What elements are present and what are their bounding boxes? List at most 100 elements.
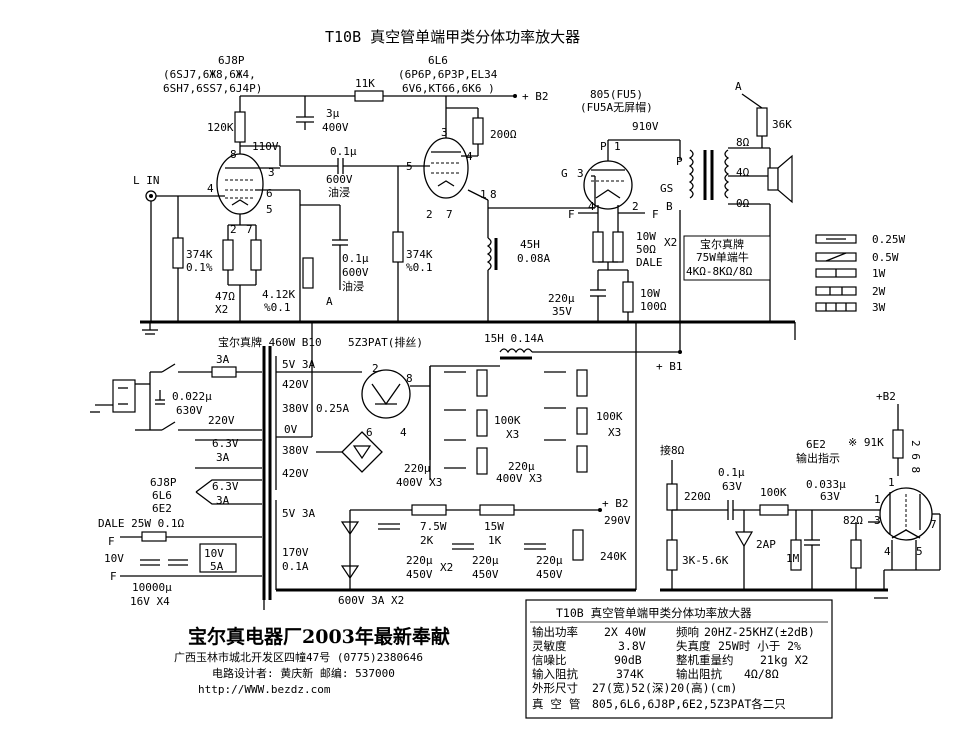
svg-text:120K: 120K [207, 121, 234, 134]
svg-text:220μ: 220μ [508, 460, 535, 473]
tube-805-label: 805(FU5) [590, 88, 643, 101]
svg-text:3: 3 [268, 166, 275, 179]
svg-text:10V: 10V [104, 552, 124, 565]
svg-text:10000μ: 10000μ [132, 581, 172, 594]
svg-text:10W: 10W [640, 287, 660, 300]
svg-text:A: A [735, 80, 742, 93]
svg-text:0.1%: 0.1% [186, 261, 213, 274]
svg-text:4: 4 [207, 182, 214, 195]
svg-text:600V 3A X2: 600V 3A X2 [338, 594, 404, 607]
resistor-200 [472, 117, 484, 145]
svg-text:5: 5 [266, 203, 273, 216]
svg-text:400V X3: 400V X3 [396, 476, 442, 489]
svg-text:600V: 600V [342, 266, 369, 279]
specs-row: 外形尺寸 27(宽)52(深)20(高)(cm) [532, 681, 737, 695]
choke-45h [486, 237, 492, 271]
tube-6j8p-subs2: 6SH7,6SS7,6J4P) [163, 82, 262, 95]
svg-text:4Ω: 4Ω [736, 166, 750, 179]
svg-text:宝尔真牌 460W B10: 宝尔真牌 460W B10 [218, 335, 322, 349]
amplifier-section: 6J8P (6SJ7,6Ж8,6Ж4, 6SH7,6SS7,6J4P) 6L6 … [133, 54, 796, 352]
svg-text:3.8V: 3.8V [618, 639, 646, 653]
svg-text:380V: 380V [282, 402, 309, 415]
tube-6l6-envelope [423, 137, 469, 199]
svg-text:100K: 100K [596, 410, 623, 423]
power-supply-section: 宝尔真牌 460W B10 5Z3PAT(排丝) 3A 0.022μ 630V … [90, 322, 683, 610]
svg-text:5V 3A: 5V 3A [282, 507, 315, 520]
svg-text:4KΩ-8KΩ/8Ω: 4KΩ-8KΩ/8Ω [686, 265, 753, 278]
svg-text:2 6 8: 2 6 8 [909, 440, 922, 473]
resistor-374k-input [172, 237, 184, 269]
svg-text:450V: 450V [472, 568, 499, 581]
svg-text:2: 2 [426, 208, 433, 221]
svg-text:374K: 374K [406, 248, 433, 261]
svg-text:+B2: +B2 [876, 390, 896, 403]
tube-6l6-label: 6L6 [428, 54, 448, 67]
svg-text:2X 40W: 2X 40W [604, 625, 646, 639]
resistor-100 [622, 281, 634, 313]
legend-3w: 3W [872, 301, 886, 314]
resistor-374k-grid [392, 231, 404, 263]
svg-text:2AP: 2AP [756, 538, 776, 551]
maker-title: 宝尔真电器厂2003年最新奉献 [188, 625, 450, 648]
svg-text:F: F [652, 208, 659, 221]
svg-text:4Ω/8Ω: 4Ω/8Ω [744, 667, 779, 681]
tube-5z3p-envelope [361, 369, 411, 419]
svg-text:420V: 420V [282, 378, 309, 391]
svg-text:6.3V: 6.3V [212, 437, 239, 450]
svg-text:0Ω: 0Ω [736, 197, 750, 210]
svg-text:63V: 63V [820, 490, 840, 503]
svg-text:220Ω: 220Ω [684, 490, 711, 503]
svg-text:失真度: 失真度 [676, 639, 711, 653]
svg-text:X3: X3 [506, 428, 519, 441]
svg-text:400V: 400V [322, 121, 349, 134]
svg-text:灵敏度: 灵敏度 [532, 639, 567, 653]
svg-text:X2: X2 [215, 303, 228, 316]
resistor-36k [756, 107, 768, 137]
svg-text:15W: 15W [484, 520, 504, 533]
speaker-icon [767, 167, 779, 191]
svg-text:50Ω: 50Ω [636, 243, 656, 256]
svg-text:8Ω: 8Ω [736, 136, 750, 149]
specs-row: 信噪比 90dB 整机重量约 21kg X2 [532, 653, 808, 667]
svg-text:220μ: 220μ [548, 292, 575, 305]
svg-text:+ B1: + B1 [656, 360, 683, 373]
maker-designer: 电路设计者: 黄庆新 邮编: 537000 [212, 666, 395, 680]
resistor-11k [354, 90, 384, 102]
svg-text:8: 8 [406, 372, 413, 385]
svg-text:5A: 5A [210, 560, 224, 573]
svg-text:4: 4 [588, 200, 595, 213]
svg-text:X2: X2 [664, 236, 677, 249]
resistor-4.12k [302, 257, 314, 289]
svg-text:2K: 2K [420, 534, 434, 547]
svg-text:27(宽)52(深)20(高)(cm): 27(宽)52(深)20(高)(cm) [592, 681, 737, 695]
svg-text:21kg X2: 21kg X2 [760, 653, 808, 667]
svg-text:100K: 100K [760, 486, 787, 499]
resistor-47-b [250, 239, 262, 271]
svg-text:1: 1 [614, 140, 621, 153]
fuse-3a [211, 366, 237, 378]
svg-text:7: 7 [930, 518, 937, 531]
svg-text:200Ω: 200Ω [490, 128, 517, 141]
svg-text:16V X4: 16V X4 [130, 595, 170, 608]
svg-text:3A: 3A [216, 451, 230, 464]
specs-row: 灵敏度 3.8V 失真度 25W时 小于 2% [532, 639, 801, 653]
svg-text:15H 0.14A: 15H 0.14A [484, 332, 544, 345]
svg-text:220μ: 220μ [536, 554, 563, 567]
svg-text:170V: 170V [282, 546, 309, 559]
svg-text:6: 6 [266, 187, 273, 200]
svg-text:6J8P: 6J8P [150, 476, 177, 489]
svg-text:7.5W: 7.5W [420, 520, 447, 533]
svg-text:4: 4 [884, 545, 891, 558]
svg-text:240K: 240K [600, 550, 627, 563]
svg-text:4: 4 [400, 426, 407, 439]
svg-text:整机重量约: 整机重量约 [676, 653, 734, 667]
svg-text:F: F [108, 535, 115, 548]
svg-text:A: A [326, 295, 333, 308]
svg-text:82Ω: 82Ω [843, 514, 863, 527]
svg-text:374K: 374K [616, 667, 644, 681]
tube-805-subs: (FU5A无屏帽) [580, 101, 653, 114]
svg-text:0.022μ: 0.022μ [172, 390, 212, 403]
svg-text:220V: 220V [208, 414, 235, 427]
svg-text:油浸: 油浸 [342, 279, 364, 293]
